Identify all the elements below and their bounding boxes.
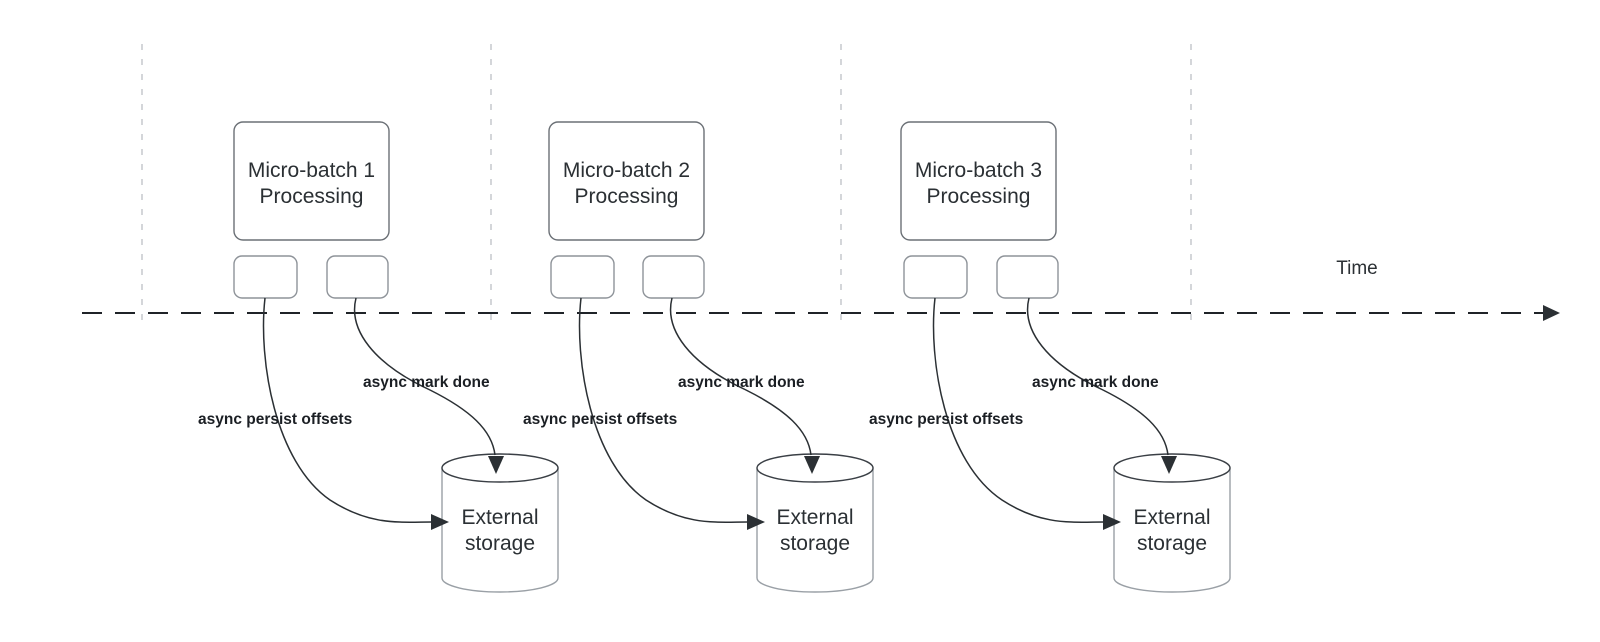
- task-box-1-1[interactable]: [233, 255, 298, 299]
- external-storage-1[interactable]: External storage: [441, 453, 559, 593]
- process-box-label-line1-2: Micro-batch 2: [563, 159, 690, 182]
- mb2-persist-offsets-label: async persist offsets: [523, 411, 677, 428]
- task-box-3-2[interactable]: [996, 255, 1059, 299]
- mb2-persist-offsets-arrowhead: [747, 514, 765, 530]
- storage-cylinder-top-2: [756, 453, 874, 483]
- mb1-persist-offsets-label: async persist offsets: [198, 411, 352, 428]
- task-box-1-2[interactable]: [326, 255, 389, 299]
- mb2-mark-done-label: async mark done: [678, 374, 805, 391]
- time-axis-label: Time: [1336, 258, 1378, 279]
- mb1-persist-offsets-arrowhead: [431, 514, 449, 530]
- process-box-label-line1-3: Micro-batch 3: [915, 159, 1042, 182]
- mb3-mark-done-label: async mark done: [1032, 374, 1159, 391]
- task-box-3-1[interactable]: [903, 255, 968, 299]
- process-box-label-line2-2: Processing: [575, 185, 679, 208]
- storage-label-line2-3: storage: [1137, 532, 1207, 555]
- storage-cylinder-body-1: [441, 467, 559, 593]
- storage-label-line1-2: External: [776, 506, 853, 529]
- mb1-mark-done-path: [353, 297, 496, 456]
- process-box-3[interactable]: [900, 121, 1057, 241]
- external-storage-2[interactable]: External storage: [756, 453, 874, 593]
- storage-label-line1-3: External: [1133, 506, 1210, 529]
- time-axis: [82, 305, 1560, 321]
- time-axis-arrowhead: [1543, 305, 1560, 321]
- storage-cylinder-top-1: [441, 453, 559, 483]
- storage-label-line2-1: storage: [465, 532, 535, 555]
- task-box-2-1[interactable]: [550, 255, 615, 299]
- mb2-mark-done-arrowhead: [804, 456, 820, 474]
- mb1-mark-done-label: async mark done: [363, 374, 490, 391]
- batch-boundary-gridlines: [141, 44, 1192, 322]
- process-box-label-line2-1: Processing: [260, 185, 364, 208]
- storage-label-line1-1: External: [461, 506, 538, 529]
- storage-label-line2-2: storage: [780, 532, 850, 555]
- process-box-2[interactable]: [548, 121, 705, 241]
- task-box-2-2[interactable]: [642, 255, 705, 299]
- process-box-1[interactable]: [233, 121, 390, 241]
- external-storage-3[interactable]: External storage: [1113, 453, 1231, 593]
- mb3-persist-offsets-label: async persist offsets: [869, 411, 1023, 428]
- mb2-mark-done-path: [669, 297, 812, 456]
- mb3-mark-done-path: [1026, 297, 1169, 456]
- storage-cylinder-body-3: [1113, 467, 1231, 593]
- storage-cylinder-top-3: [1113, 453, 1231, 483]
- mb3-persist-offsets-arrowhead: [1103, 514, 1121, 530]
- mb1-persist-offsets-path: [262, 297, 433, 523]
- mb2-persist-offsets-path: [578, 297, 749, 523]
- process-box-label-line1-1: Micro-batch 1: [248, 159, 375, 182]
- process-box-label-line2-3: Processing: [927, 185, 1031, 208]
- mb3-persist-offsets-path: [932, 297, 1105, 523]
- mb3-mark-done-arrowhead: [1161, 456, 1177, 474]
- storage-cylinder-body-2: [756, 467, 874, 593]
- mb1-mark-done-arrowhead: [488, 456, 504, 474]
